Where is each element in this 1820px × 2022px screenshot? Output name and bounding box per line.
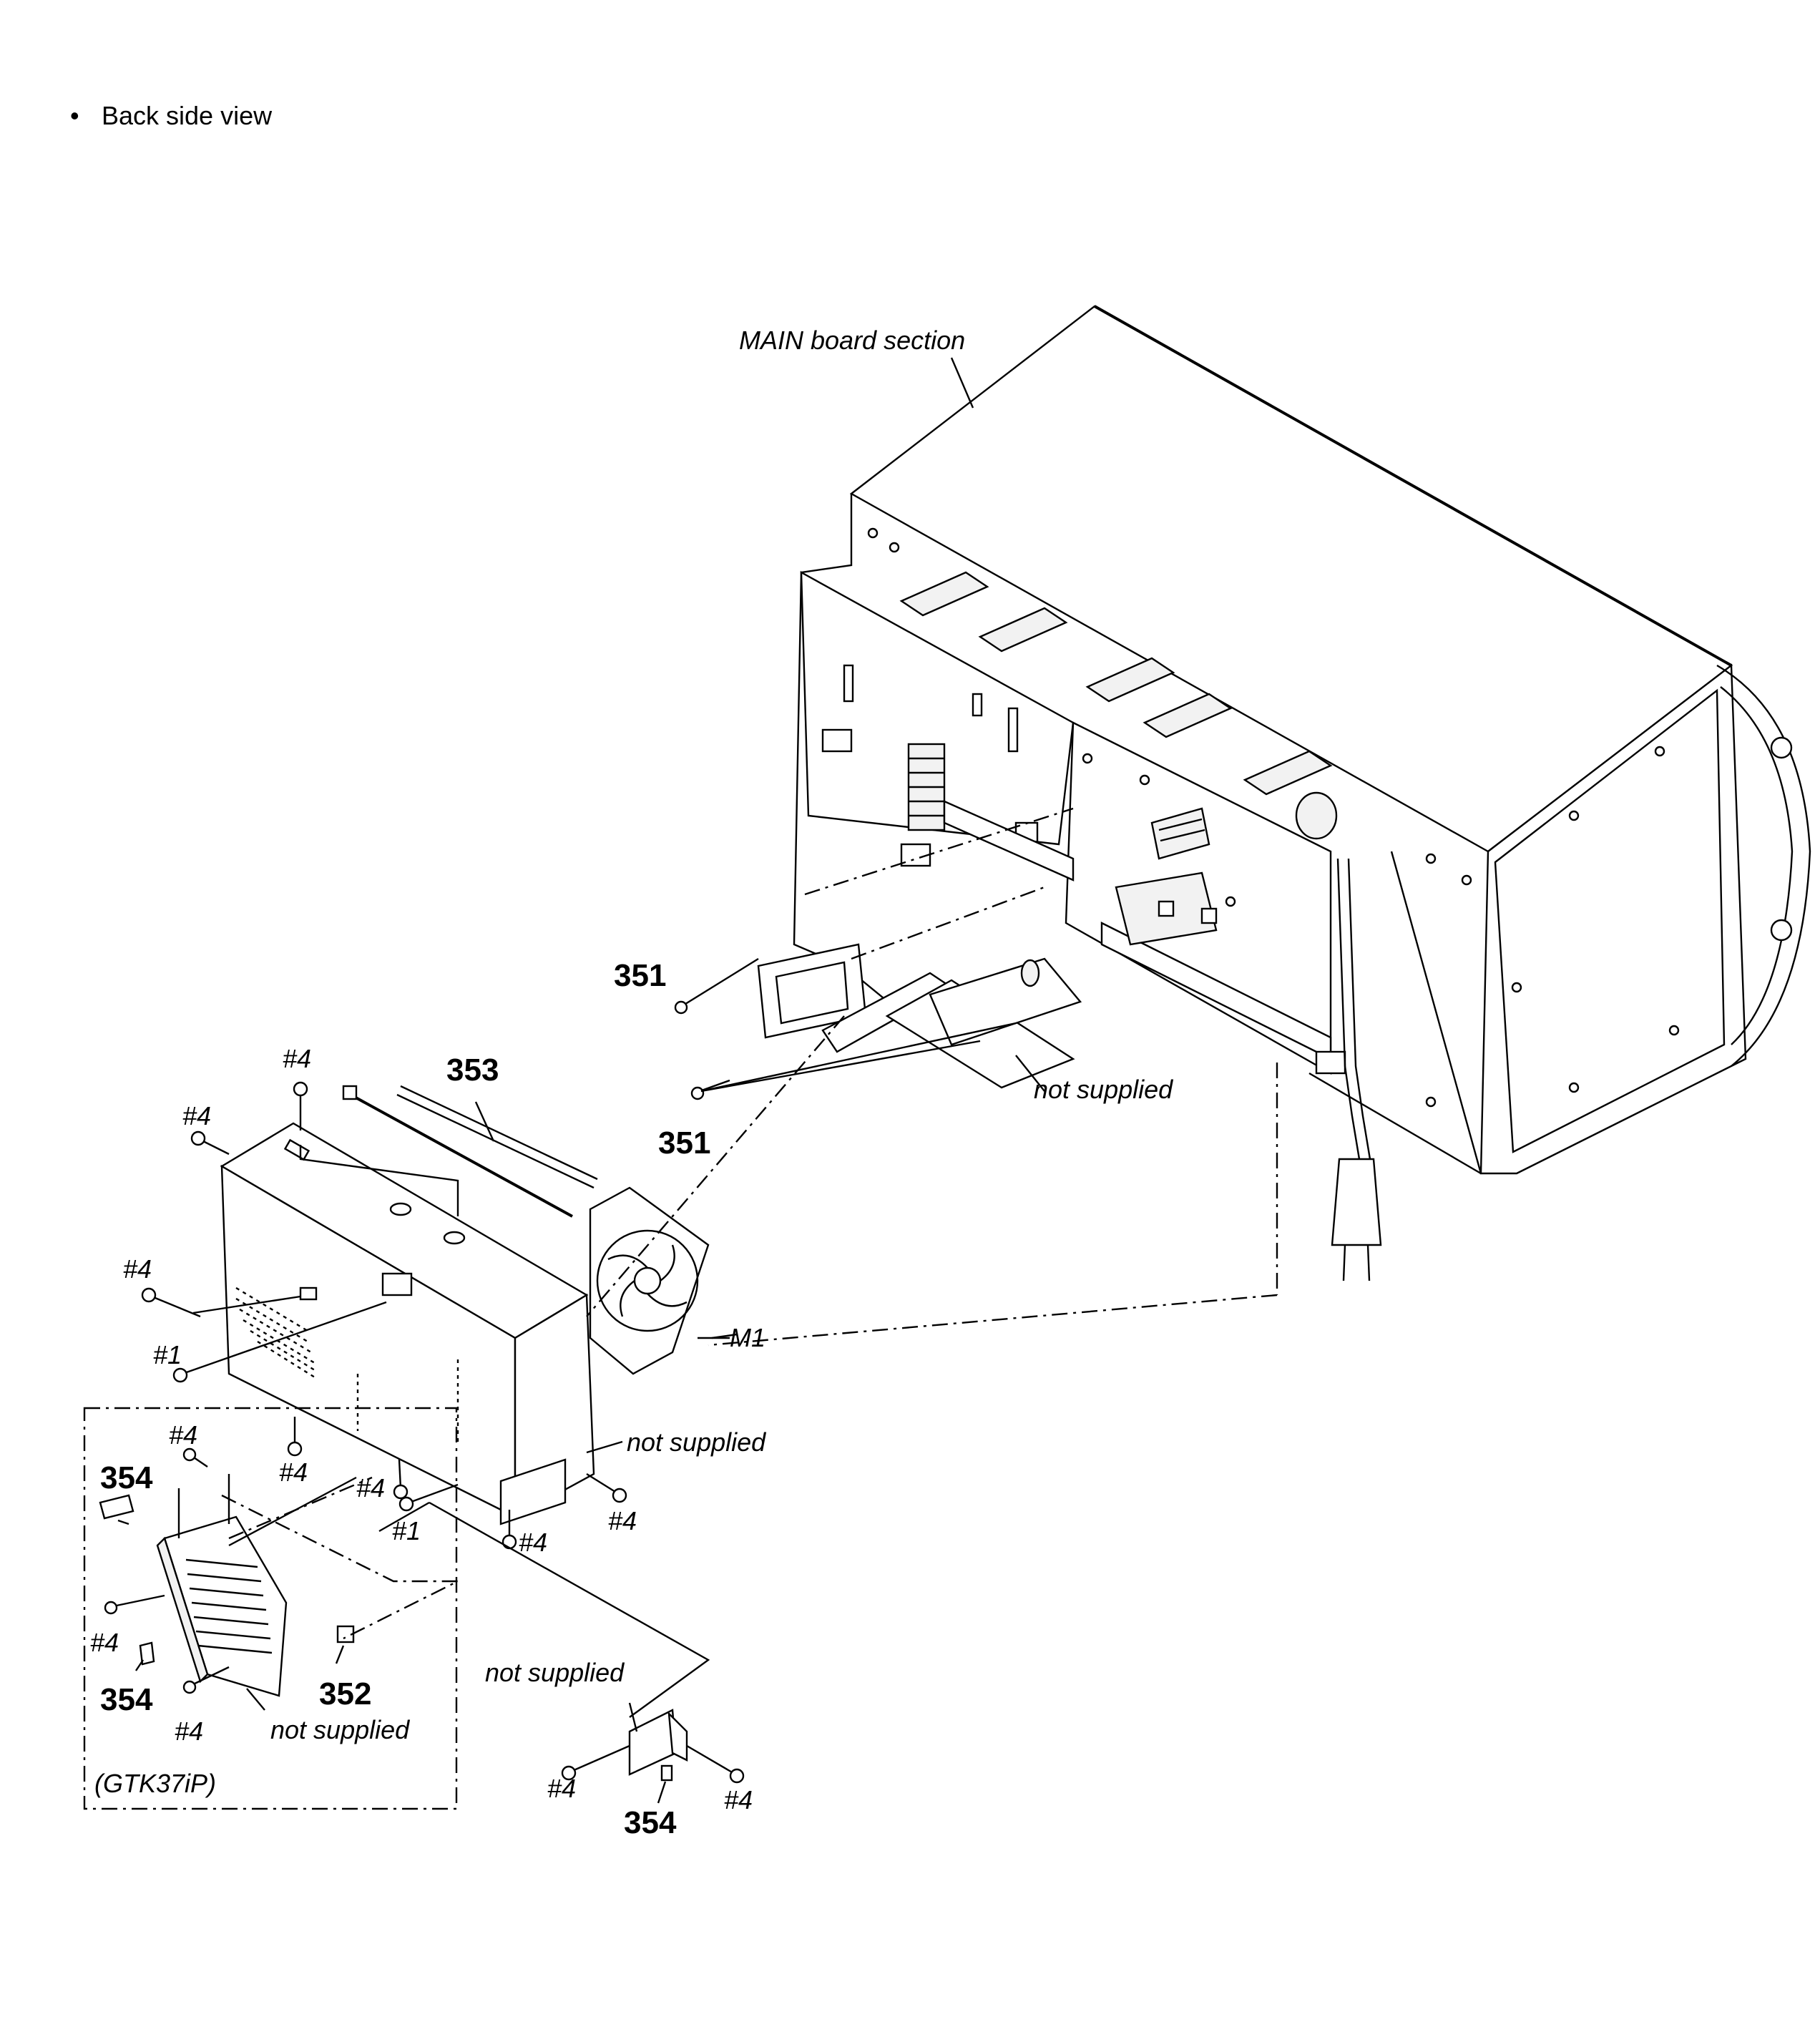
label-352: 352 (319, 1676, 371, 1711)
cover-vents (185, 1558, 273, 1654)
label-screw-4-psu-front: #4 (519, 1528, 547, 1557)
vent-pattern (235, 1286, 315, 1379)
gtk-chain-line (221, 1494, 459, 1640)
label-not-supplied-gtk: not supplied (270, 1715, 410, 1744)
fan-m1 (589, 1186, 730, 1375)
leader-354-a (117, 1519, 129, 1525)
label-screw-4-psu-right: #4 (608, 1506, 637, 1535)
main-board-panel (800, 570, 1346, 1075)
gtk-screw-bottom (182, 1680, 197, 1694)
label-screw-4-psu-mid: #4 (356, 1473, 385, 1503)
label-354-a: 354 (100, 1460, 153, 1495)
leader-354-c (657, 1781, 667, 1804)
header-bullet: • (70, 101, 79, 130)
bracket-assembly-351 (757, 807, 1082, 1089)
cable-353 (342, 1085, 598, 1218)
gtk37ip-frame (83, 1407, 458, 1810)
label-screw-4-left: #4 (123, 1254, 152, 1284)
label-screw-4-topleft: #4 (182, 1101, 211, 1130)
label-351-upper: 351 (614, 958, 666, 993)
leader-main-board (950, 357, 974, 409)
gtk-screw-left (104, 1601, 118, 1615)
screw-351-upper (674, 957, 759, 1015)
label-not-supplied-bracket: not supplied (485, 1658, 625, 1687)
label-354-b: 354 (100, 1682, 153, 1717)
leader-352 (335, 1645, 345, 1664)
label-screw-4-gtk-bottom: #4 (175, 1716, 203, 1746)
chain-line-to-fan (708, 1294, 1278, 1347)
gtk37ip-cover (156, 1474, 288, 1697)
label-screw-1-psu: #1 (392, 1516, 421, 1545)
label-screw-4-top: #4 (283, 1044, 311, 1073)
label-not-supplied-board: not supplied (1034, 1075, 1173, 1104)
gtk-screw-top (182, 1447, 197, 1462)
label-351-lower: 351 (658, 1125, 710, 1161)
label-screw-4-psu-bottom: #4 (279, 1457, 308, 1487)
label-screw-4-bracket-right: #4 (724, 1785, 753, 1815)
label-354-c: 354 (624, 1805, 677, 1840)
label-main-board-section: MAIN board section (739, 326, 965, 355)
label-screw-4-gtk-left: #4 (90, 1628, 119, 1657)
leader-not-supplied-1 (1015, 1055, 1045, 1092)
leader-354-b (135, 1659, 144, 1671)
power-supply-box (220, 1122, 595, 1525)
label-gtk37ip: (GTK37iP) (94, 1769, 216, 1798)
label-screw-4-gtk-top: #4 (169, 1420, 197, 1450)
main-unit-cabinet (793, 305, 1811, 1175)
leader-m1 (711, 1333, 738, 1339)
label-screw-1-left: #1 (153, 1340, 182, 1369)
psu-screws (141, 1081, 627, 1550)
part-354-pad-b (139, 1641, 155, 1666)
header-title: Back side view (102, 101, 273, 130)
label-353: 353 (446, 1052, 499, 1088)
gtk-chain-line-2 (228, 1476, 373, 1540)
leader-not-supplied-2 (586, 1440, 623, 1454)
label-screw-4-bracket-left: #4 (547, 1774, 576, 1803)
power-cord (1331, 858, 1382, 1281)
leader-not-supplied-bracket (628, 1702, 638, 1732)
screw-351-lower (690, 1022, 1017, 1100)
chain-line-psu (586, 1015, 845, 1317)
part-354-pad-a (99, 1494, 134, 1520)
leader-not-supplied-gtk (246, 1688, 265, 1711)
small-bracket (378, 1501, 745, 1784)
label-m1: M1 (730, 1323, 765, 1352)
label-not-supplied-psu: not supplied (627, 1427, 766, 1457)
